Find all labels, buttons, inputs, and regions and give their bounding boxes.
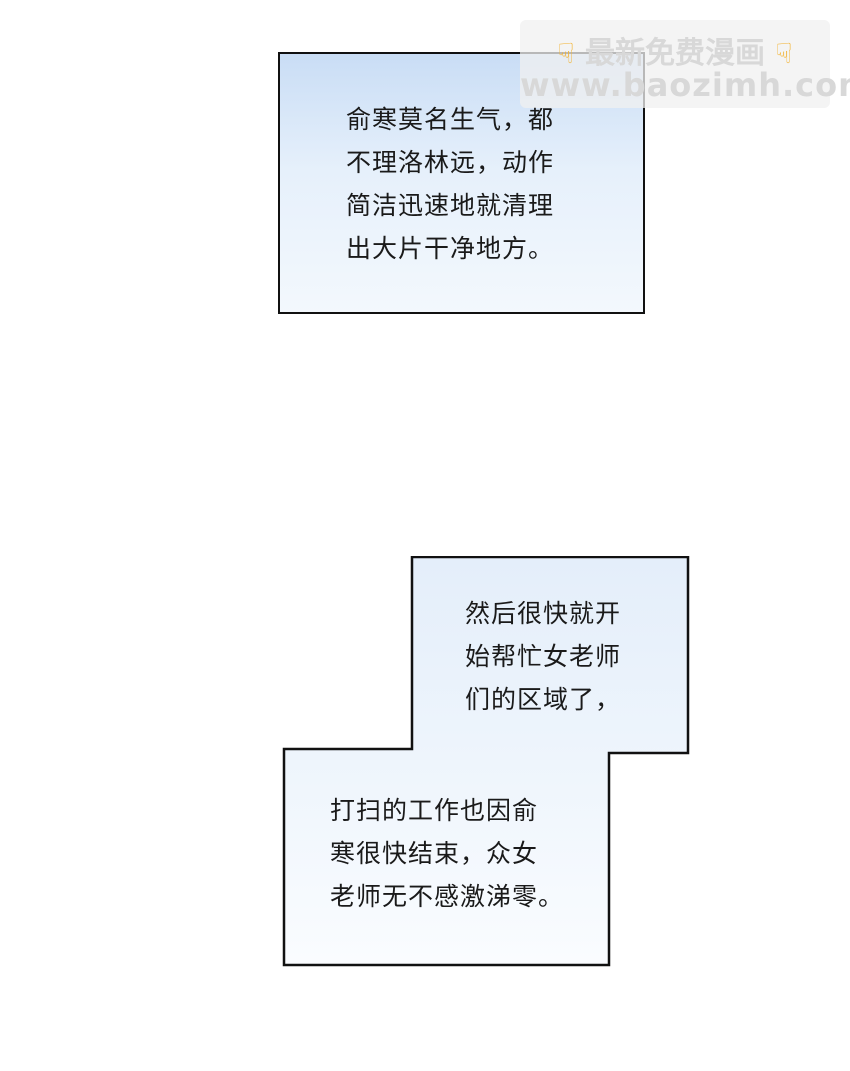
watermark-url: www.baozimh.com <box>520 66 850 104</box>
caption-1-line: 出大片干净地方。 <box>346 234 555 263</box>
caption-1-line: 不理洛林远，动作 <box>346 148 555 177</box>
caption-1-line: 简洁迅速地就清理 <box>346 191 555 220</box>
caption-2-line: 打扫的工作也因俞 <box>330 796 539 825</box>
caption-2-bottom-text: 打扫的工作也因俞 寒很快结束，众女 老师无不感激涕零。 <box>330 789 564 918</box>
pointing-down-hand-icon: ☟ <box>557 37 575 70</box>
caption-1-line: 俞寒莫名生气，都 <box>346 105 555 134</box>
caption-2-line: 然后很快就开 <box>465 599 622 628</box>
watermark-title-row: ☟ 最新免费漫画 ☟ <box>520 28 830 72</box>
caption-box-2: 然后很快就开 始帮忙女老师 们的区域了， 打扫的工作也因俞 寒很快结束，众女 老… <box>282 556 690 967</box>
caption-2-top-text: 然后很快就开 始帮忙女老师 们的区域了， <box>465 592 621 721</box>
caption-box-2-shape <box>282 556 690 967</box>
pointing-down-hand-icon: ☟ <box>775 37 793 70</box>
watermark-title: 最新免费漫画 <box>585 36 765 71</box>
watermark: ☟ 最新免费漫画 ☟ www.baozimh.com <box>520 20 850 108</box>
caption-2-line: 们的区域了， <box>465 685 622 714</box>
caption-2-line: 寒很快结束，众女 <box>330 839 539 868</box>
caption-1-text: 俞寒莫名生气，都 不理洛林远，动作 简洁迅速地就清理 出大片干净地方。 <box>346 98 554 270</box>
caption-2-line: 老师无不感激涕零。 <box>330 882 565 911</box>
caption-2-line: 始帮忙女老师 <box>465 642 622 671</box>
